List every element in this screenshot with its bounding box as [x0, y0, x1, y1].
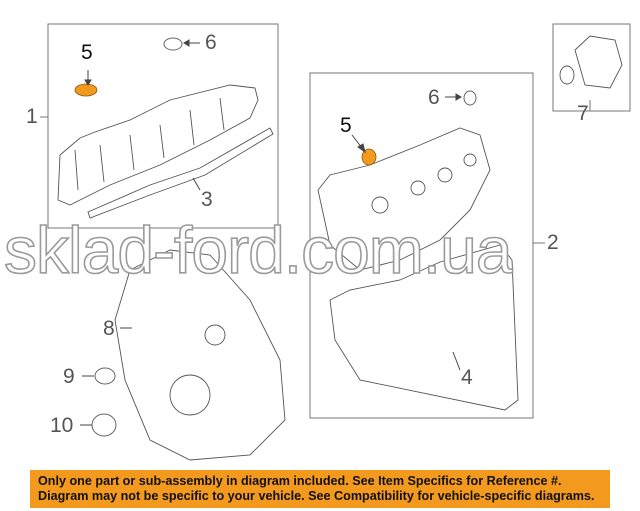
gasket-left: [87, 127, 274, 219]
callout-6-right: 6: [428, 86, 440, 109]
notice-line-2: Diagram may not be specific to your vehi…: [38, 489, 595, 503]
seal-9: [94, 367, 116, 385]
seal-6-right: [463, 90, 477, 106]
plug-6-left: [163, 37, 183, 51]
timing-cover: [114, 249, 286, 461]
callout-4: 4: [461, 366, 473, 389]
notice-banner: Only one part or sub-assembly in diagram…: [30, 470, 610, 508]
assembly-box-1: [47, 23, 279, 229]
callout-2: 2: [547, 231, 559, 254]
valve-cover-left: [57, 84, 259, 206]
assembly-box-2: [309, 72, 534, 419]
gasket-right: [329, 244, 519, 411]
seal-10: [91, 413, 117, 437]
callout-7: 7: [577, 102, 589, 125]
seal-right-highlight: [361, 148, 377, 166]
oil-cap: [559, 35, 623, 89]
callout-1: 1: [26, 105, 38, 128]
callout-5-right: 5: [340, 114, 352, 137]
callout-10: 10: [50, 414, 74, 437]
callout-9: 9: [63, 365, 75, 388]
notice-line-1: Only one part or sub-assembly in diagram…: [38, 474, 562, 488]
callout-3: 3: [201, 188, 213, 211]
callout-6-left: 6: [205, 31, 217, 54]
seal-left-highlight: [74, 83, 98, 97]
watermark: sklad-ford.com.ua: [3, 212, 513, 288]
callout-5-left: 5: [81, 41, 93, 64]
assembly-box-7: [552, 23, 631, 112]
callout-8: 8: [103, 317, 115, 340]
